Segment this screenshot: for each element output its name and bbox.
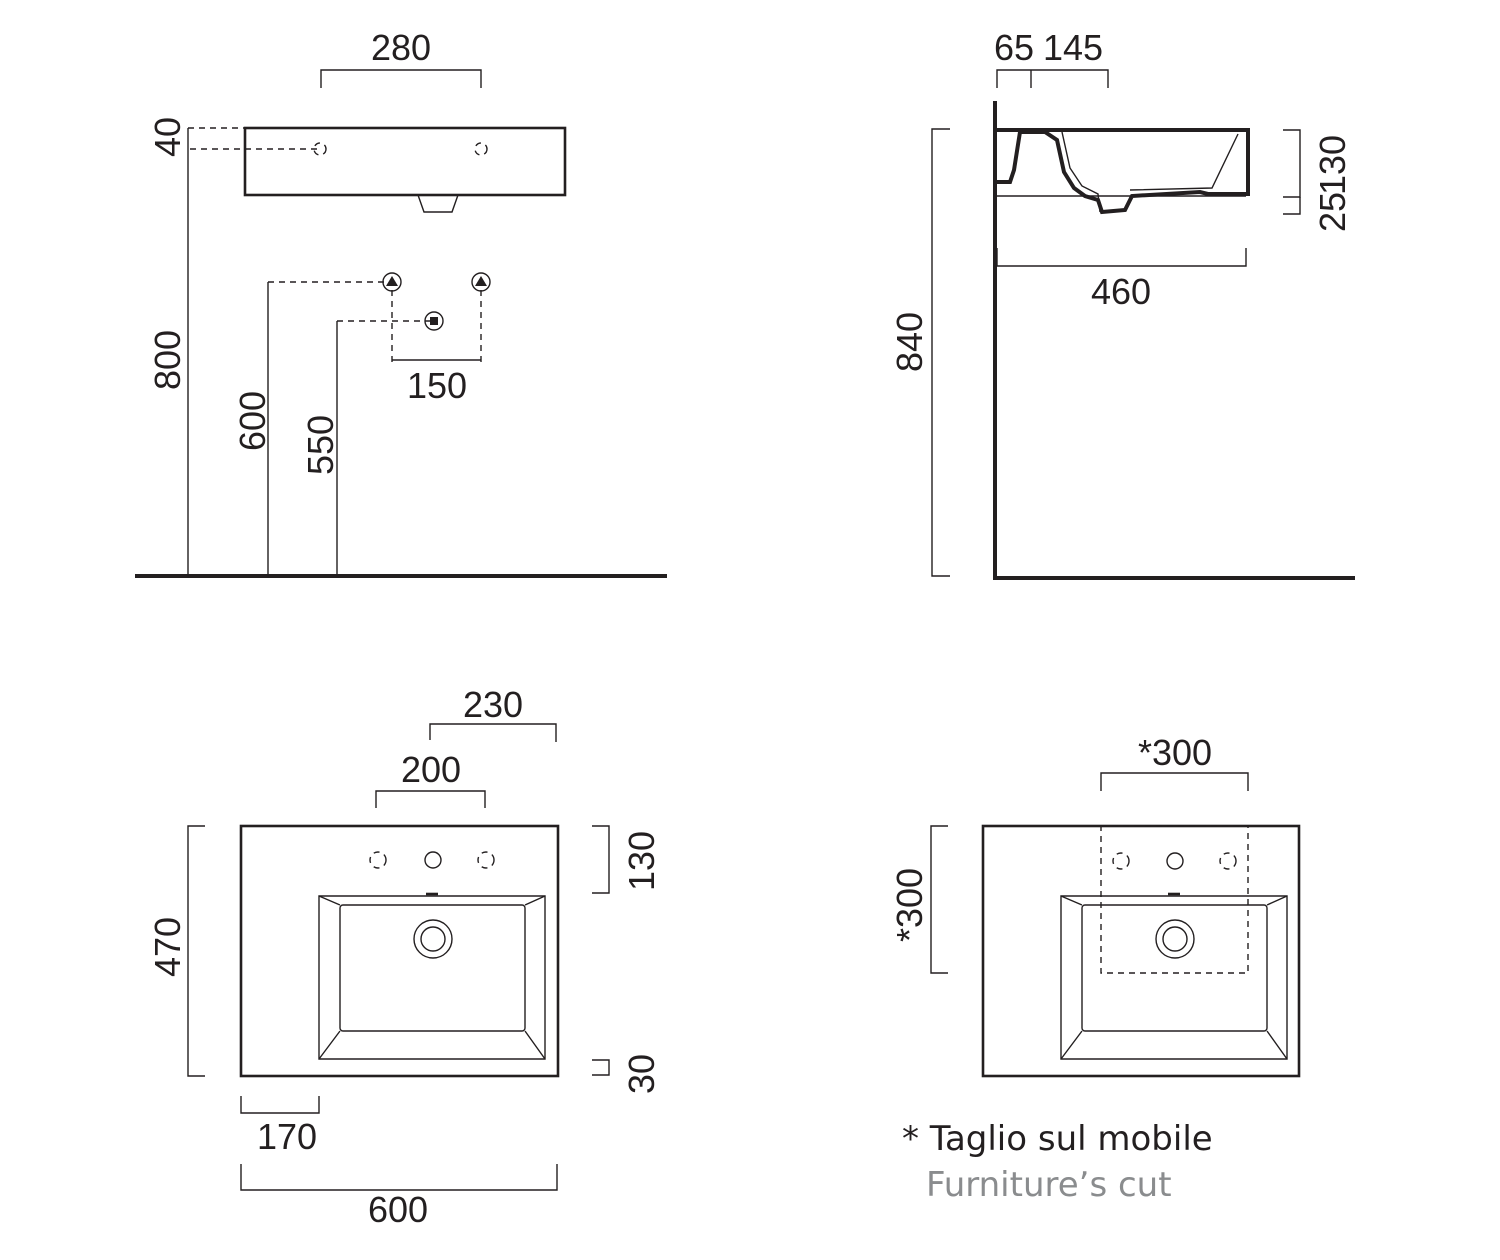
dim-line-cut-width [1100, 772, 1249, 791]
tap-hole-optional-left [369, 851, 387, 869]
cut-view: *300 *300 [889, 732, 1301, 1078]
cut-drain-inner-ring [1162, 926, 1188, 952]
furniture-cut-outline [1100, 825, 1249, 974]
tap-hole-center [424, 851, 442, 869]
tap-hole-right [474, 142, 488, 156]
dim-line-170 [240, 1096, 320, 1114]
bowl-inner-edge [339, 904, 526, 1032]
bowl-slope-lines [318, 895, 546, 1060]
drain-inner-ring [420, 926, 446, 952]
front-view: 280 40 800 600 550 150 [135, 27, 667, 578]
dim-label-cut-width: *300 [1138, 732, 1212, 773]
dim-label-840: 840 [889, 312, 930, 372]
dim-label-30: 30 [621, 1054, 662, 1094]
legend-cut-note-english: Furniture’s cut [926, 1165, 1172, 1205]
dim-line-130 [1283, 129, 1301, 198]
basin-section-outline [997, 128, 1250, 215]
dim-line-30 [592, 1059, 610, 1076]
basin-section-inner-bowl [1129, 133, 1239, 191]
dim-label-550: 550 [300, 415, 341, 475]
dim-label-600-width: 600 [368, 1189, 428, 1230]
drain-spout [417, 194, 459, 213]
drain-connection-icon [424, 311, 444, 331]
dim-label-800: 800 [147, 330, 188, 390]
dim-label-130: 130 [1312, 135, 1353, 195]
dim-line-65-145 [996, 69, 1109, 88]
dim-line-230 [429, 723, 557, 742]
dim-label-600: 600 [232, 391, 273, 451]
dim-line-200 [375, 790, 486, 808]
dim-line-280 [320, 69, 482, 88]
side-view: 65 145 840 130 25 460 [889, 27, 1355, 580]
cut-basin-outline [981, 824, 1301, 1078]
dim-label-150: 150 [407, 365, 467, 406]
basin-section-inner-wall [1061, 131, 1101, 213]
dim-line-460 [996, 248, 1247, 267]
supply-right-icon [471, 272, 491, 292]
dim-line-25 [1283, 197, 1301, 215]
dim-label-460: 460 [1091, 271, 1151, 312]
supply-left-icon [382, 272, 402, 292]
dim-line-top-130 [592, 825, 610, 894]
tap-hole-left [313, 142, 327, 156]
dim-label-470: 470 [147, 917, 188, 977]
cut-tap-hole-left [1112, 852, 1130, 870]
tap-hole-optional-right [477, 851, 495, 869]
dim-label-65: 65 [994, 27, 1034, 68]
dim-label-cut-depth: *300 [889, 868, 930, 942]
dim-label-145: 145 [1043, 27, 1103, 68]
basin-top-outline [239, 824, 560, 1078]
drain-outer-ring [413, 919, 453, 959]
legend: * Taglio sul mobile Furniture’s cut [902, 1119, 1213, 1205]
dim-label-170: 170 [257, 1116, 317, 1157]
dim-label-280: 280 [371, 27, 431, 68]
basin-front-outline [243, 126, 567, 197]
dim-label-25: 25 [1312, 192, 1353, 232]
top-view: 230 200 470 130 30 170 600 [147, 684, 662, 1230]
cut-bowl-inner-edge [1081, 904, 1268, 1032]
dim-line-cut-depth [930, 825, 948, 974]
cut-tap-hole-right [1219, 852, 1237, 870]
cut-drain-outer-ring [1155, 919, 1195, 959]
cut-bowl-slope-lines [1060, 895, 1288, 1060]
dim-line-600-width [240, 1164, 558, 1191]
dim-label-230: 230 [463, 684, 523, 725]
cut-tap-hole-center [1166, 852, 1184, 870]
dim-label-top-130: 130 [621, 831, 662, 891]
dim-line-840 [931, 128, 950, 577]
legend-cut-note-italian: * Taglio sul mobile [902, 1119, 1213, 1159]
dim-label-40: 40 [147, 117, 188, 157]
dim-line-470 [187, 825, 205, 1077]
dim-label-200: 200 [401, 749, 461, 790]
